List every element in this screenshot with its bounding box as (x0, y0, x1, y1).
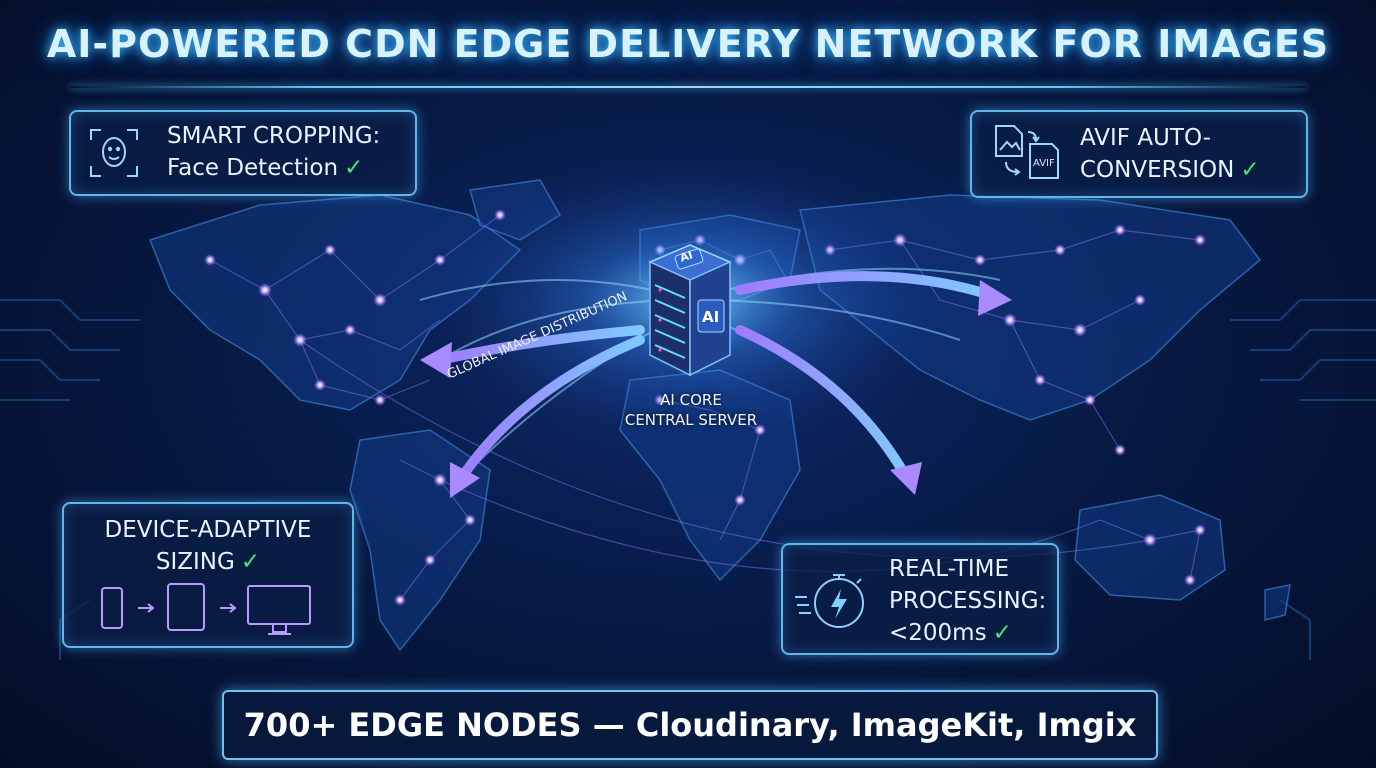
stopwatch-bolt-icon (795, 574, 864, 628)
edge-node (373, 293, 387, 307)
edge-node (1134, 294, 1146, 306)
north-america-shape (149, 194, 522, 411)
edge-node (1114, 224, 1126, 236)
server-label-line1: AI CORE (660, 391, 722, 409)
edge-node (1143, 533, 1157, 547)
avif-title: AVIF AUTO- (1080, 125, 1211, 151)
realtime-title: REAL-TIME (889, 556, 1010, 582)
circuit-traces (0, 299, 1376, 660)
device-sizing-title: DEVICE-ADAPTIVE (104, 517, 312, 543)
server-label-line2: CENTRAL SERVER (624, 411, 758, 429)
edge-node (1194, 524, 1206, 536)
edge-node (464, 514, 476, 526)
edge-node (1034, 374, 1046, 386)
tablet-icon (167, 583, 205, 631)
edge-node (204, 254, 216, 266)
edge-node (258, 283, 272, 297)
avif-conversion-panel: AVIF AVIF AUTO- CONVERSION✓ (970, 110, 1308, 198)
edge-node (1114, 444, 1126, 456)
edge-node (433, 473, 447, 487)
arrow-to-americas (435, 325, 645, 365)
file-conversion-icon (995, 125, 1059, 179)
page-title: AI-POWERED CDN EDGE DELIVERY NETWORK FOR… (46, 22, 1330, 66)
avif-icon-label: AVIF (1033, 158, 1055, 169)
edge-node (974, 254, 986, 266)
arrow-to-asia (735, 271, 995, 300)
device-sizing-subtitle: SIZING (155, 549, 235, 575)
edge-node (374, 394, 386, 406)
edge-node (424, 554, 436, 566)
arrow-to-south-america (455, 335, 645, 485)
edge-node (734, 494, 746, 506)
edge-node (1054, 244, 1066, 256)
realtime-subtitle: PROCESSING: (889, 588, 1047, 614)
edge-node (1184, 574, 1196, 586)
edge-node (293, 333, 307, 347)
check-icon: ✓ (1240, 157, 1260, 183)
australia-shape (1074, 494, 1226, 601)
edge-node (1084, 394, 1096, 406)
arrow-heads (420, 280, 1012, 498)
title-divider (70, 86, 1306, 88)
realtime-latency: <200ms (889, 620, 987, 646)
edge-node (394, 594, 406, 606)
monitor-icon (247, 585, 311, 625)
edge-node (1003, 313, 1017, 327)
edge-node (344, 324, 356, 336)
check-icon: ✓ (344, 155, 364, 181)
smart-cropping-title: SMART CROPPING: (167, 123, 381, 149)
realtime-processing-panel: REAL-TIME PROCESSING: <200ms✓ (781, 543, 1059, 655)
check-icon: ✓ (240, 549, 261, 575)
edge-node (1194, 234, 1206, 246)
arrow-to-oceania (735, 325, 910, 480)
device-sizes-icon (101, 583, 311, 635)
smart-cropping-panel: SMART CROPPING: Face Detection✓ (69, 110, 417, 196)
distribution-arrows (435, 271, 995, 485)
face-detection-icon (90, 129, 138, 177)
server-badge-side: AI (702, 308, 720, 326)
edge-node (1073, 323, 1087, 337)
smart-cropping-subtitle: Face Detection (167, 155, 339, 181)
server-label: AI CORE CENTRAL SERVER (606, 390, 776, 430)
check-icon: ✓ (992, 620, 1012, 646)
avif-subtitle: CONVERSION (1080, 157, 1235, 183)
phone-icon (101, 587, 123, 629)
edge-node (324, 244, 336, 256)
device-sizing-panel: DEVICE-ADAPTIVE SIZING✓ (62, 502, 354, 648)
edge-nodes-footer: 700+ EDGE NODES — Cloudinary, ImageKit, … (222, 690, 1158, 760)
edge-node (314, 379, 326, 391)
ai-server-icon (648, 244, 732, 377)
new-zealand-shape (1264, 584, 1291, 621)
